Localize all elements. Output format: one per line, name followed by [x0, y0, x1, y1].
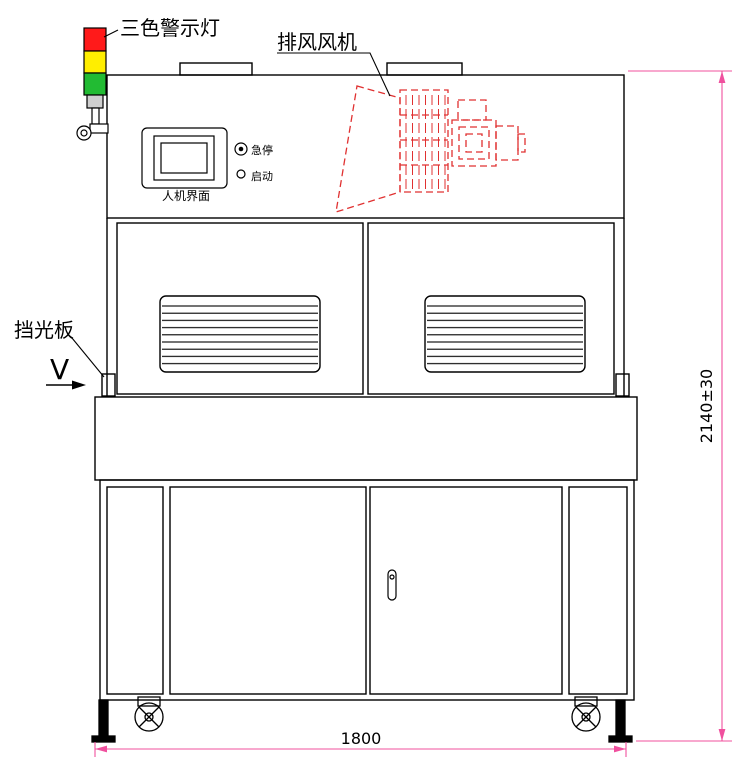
start-label: 启动 [251, 170, 273, 183]
warning-light-stack [76, 27, 109, 141]
hmi-label: 人机界面 [162, 189, 210, 203]
hmi-panel [141, 127, 228, 189]
caster-wheel-left [134, 696, 164, 732]
dimension-height-text: 2140±30 [697, 369, 716, 443]
fan-motor [451, 99, 526, 167]
exhaust-fan-label: 排风风机 [277, 30, 357, 54]
caster-wheel-right [571, 696, 601, 732]
cabinet-panel-left [106, 486, 164, 695]
feet-and-casters [91, 696, 633, 743]
warning-light-clamp-inner [80, 129, 88, 137]
warning-light-red-segment [83, 27, 107, 52]
light-shield-leader [71, 337, 105, 378]
exhaust-fan [335, 85, 526, 213]
door-handle [387, 569, 397, 601]
estop-button [234, 142, 248, 156]
view-marker: V [46, 353, 86, 390]
machine-linework [94, 62, 638, 701]
window-panel-right [367, 222, 615, 395]
light-shield-label: 挡光板 [14, 318, 74, 342]
view-marker-arrowhead [72, 380, 86, 390]
warning-light-label: 三色警示灯 [120, 16, 220, 40]
start-button [236, 169, 246, 179]
estop-label: 急停 [251, 143, 273, 157]
window-panel-left [116, 222, 364, 395]
warning-light-green-segment [83, 72, 107, 96]
louver-vent-left [159, 295, 321, 373]
warning-light-yellow-segment [83, 50, 107, 74]
warning-light-bracket [89, 123, 109, 134]
cabinet-panel-right [568, 486, 628, 695]
fan-fin-block [399, 89, 449, 193]
warning-light-pole [91, 107, 100, 125]
cabinet-outline [99, 479, 635, 701]
upper-housing [106, 74, 625, 219]
louver-vent-right [424, 295, 586, 373]
leveling-foot-left [91, 699, 116, 743]
hmi-screen-inner [160, 142, 208, 174]
hmi-bezel [141, 127, 228, 189]
hmi-screen-outer [153, 135, 215, 181]
exhaust-fan-leader [277, 52, 391, 97]
callout-leaders [71, 29, 391, 378]
cabinet-door-right [369, 486, 563, 695]
warning-light-base [86, 94, 104, 109]
leveling-foot-right [608, 699, 633, 743]
light-shield-plate-left [101, 373, 116, 397]
dimension-arrowheads [95, 71, 726, 753]
light-shield-plate-right [615, 373, 630, 397]
cabinet-door-left [169, 486, 367, 695]
warning-light-leader [103, 29, 119, 38]
view-marker-letter: V [50, 353, 69, 386]
fan-fins [402, 92, 446, 190]
dimension-lines [94, 70, 732, 757]
dimension-width-text: 1800 [341, 729, 382, 748]
